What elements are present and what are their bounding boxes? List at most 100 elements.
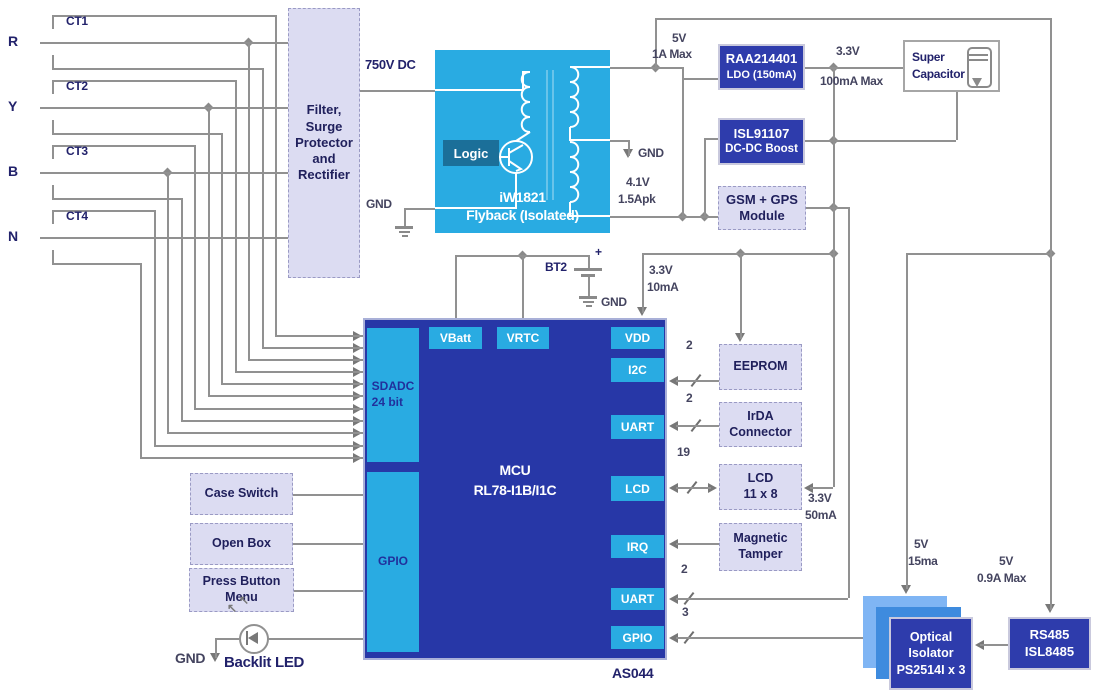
label-3v3-max: 100mA Max	[820, 74, 883, 88]
wire	[40, 107, 288, 109]
wire	[52, 198, 181, 200]
wire	[52, 210, 154, 212]
battery-plate-long	[574, 268, 602, 271]
arrow-down	[901, 585, 911, 594]
label-3v3-lcd-i: 50mA	[805, 508, 837, 522]
bus-width-uart1: 2	[686, 391, 693, 405]
mcu-vbatt: VBatt	[429, 327, 482, 349]
label-gnd-out: GND	[638, 146, 664, 160]
arrow-right	[708, 483, 717, 493]
phase-label-y: Y	[8, 98, 18, 114]
wire	[805, 140, 956, 142]
label-3v3-mcu-i: 10mA	[647, 280, 679, 294]
label-3v3: 3.3V	[836, 44, 860, 58]
wire	[360, 90, 435, 92]
mcu-name: MCU	[499, 462, 531, 478]
bus-width-uart2: 2	[681, 562, 688, 576]
label-gnd-left: GND	[366, 197, 392, 211]
phase-label-r: R	[8, 33, 18, 49]
arrow-left	[669, 594, 678, 604]
arrow-left	[975, 640, 984, 650]
arrow-left	[669, 376, 678, 386]
wire	[215, 638, 239, 640]
battery-name: BT2	[545, 260, 567, 274]
wire	[262, 347, 363, 349]
wire	[810, 487, 833, 489]
mcu-gpio-left: GPIO	[367, 472, 419, 652]
wire	[293, 590, 363, 592]
wire	[52, 68, 262, 70]
wire	[704, 138, 706, 216]
wire	[181, 420, 363, 422]
wire	[676, 380, 719, 382]
wire	[455, 255, 588, 257]
label-750v: 750V DC	[365, 57, 416, 72]
wire	[806, 207, 848, 209]
label-5v-opto-i: 15ma	[908, 554, 938, 568]
capacitor-icon-stripe	[967, 54, 988, 56]
arrow-left	[669, 483, 678, 493]
led-ray-icon: ↖	[239, 593, 249, 607]
ldo-desc: LDO (150mA)	[726, 69, 797, 82]
ct4-label: CT4	[66, 209, 88, 223]
mcu-irq: IRQ	[611, 535, 664, 558]
arrow-left	[669, 539, 678, 549]
label-5v-rs485: 5V	[999, 554, 1014, 568]
wire	[181, 198, 183, 420]
wire	[455, 255, 457, 318]
wire	[676, 543, 719, 545]
wire	[293, 494, 363, 496]
label-gnd-battery: GND	[601, 295, 627, 309]
supercap-label: Super Capacitor	[912, 50, 965, 81]
wire	[208, 395, 363, 397]
irda-block: IrDA Connector	[719, 402, 802, 447]
wire	[655, 18, 1050, 20]
gsm-module: GSM + GPS Module	[718, 186, 806, 230]
label-backlit-led: Backlit LED	[224, 654, 305, 671]
wire	[248, 42, 250, 359]
wire	[642, 253, 833, 255]
battery-plate-short	[581, 274, 595, 277]
capacitor-icon-arrow	[972, 78, 982, 87]
tamper-block: Magnetic Tamper	[719, 523, 802, 571]
wire	[522, 255, 524, 318]
wire	[676, 425, 719, 427]
bus-width-gpio: 3	[682, 605, 689, 619]
bus-width-lcd: 19	[677, 445, 690, 459]
wire	[208, 107, 210, 395]
mcu-sdadc: SDADC 24 bit	[367, 328, 419, 462]
wire	[610, 67, 682, 69]
wire	[588, 277, 590, 296]
mcu-part: RL78-I1B/I1C	[473, 482, 557, 498]
optical-isolator-front: Optical Isolator PS2514I x 3	[889, 617, 973, 690]
lcd-glass-block: LCD 11 x 8	[719, 464, 802, 510]
phase-label-n: N	[8, 228, 18, 244]
wire	[676, 637, 876, 639]
wire	[140, 457, 363, 459]
wire	[52, 15, 54, 29]
open-box-block: Open Box	[190, 523, 293, 565]
wire	[275, 335, 363, 337]
wire	[52, 263, 140, 265]
wire	[275, 15, 277, 335]
boost-part: ISL91107	[733, 125, 790, 141]
wire	[52, 120, 54, 133]
wire	[655, 18, 657, 67]
wire	[194, 408, 363, 410]
wire	[52, 145, 54, 159]
label-5v: 5V	[672, 31, 687, 45]
label-4v1: 4.1V	[626, 175, 650, 189]
wire	[52, 250, 54, 263]
mcu-uart2: UART	[611, 588, 664, 610]
wire	[1050, 18, 1052, 610]
capacitor-icon-stripe	[967, 59, 988, 61]
wire	[194, 145, 196, 408]
flyback-type: Flyback (Isolated)	[466, 207, 579, 223]
wire	[167, 432, 363, 434]
led-symbol	[239, 624, 269, 654]
wire	[40, 237, 288, 239]
wire	[610, 216, 718, 218]
wire	[293, 543, 363, 545]
wire	[956, 92, 958, 140]
wire	[52, 80, 235, 82]
